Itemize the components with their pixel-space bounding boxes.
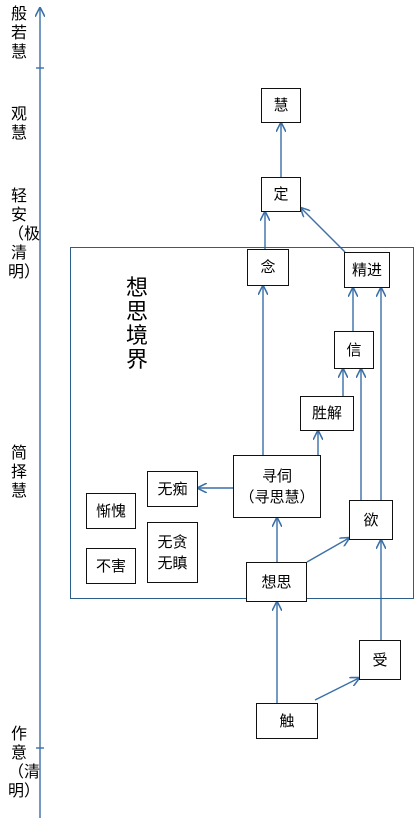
arrow-xiangsi-yu — [306, 538, 349, 563]
axis-label-jianze: 简择慧 — [10, 443, 27, 500]
xiangsi-region — [70, 247, 414, 599]
axis-label-prajna: 般若慧 — [10, 4, 27, 61]
axis-label-zuoyi: 作意（清明） — [8, 724, 41, 800]
node-xin: 信 — [334, 331, 374, 369]
axis-label-guanhui: 观慧 — [10, 104, 27, 142]
axis-label-qingan: 轻安（极清明） — [8, 186, 41, 281]
node-yu: 欲 — [349, 500, 393, 540]
node-xunsi: 寻伺 （寻思慧） — [233, 455, 321, 518]
node-cankui: 惭愧 — [86, 493, 136, 529]
arrow-jingjin-ding — [301, 208, 346, 253]
node-shengjie: 胜解 — [300, 396, 354, 431]
node-wuchi: 无痴 — [147, 471, 198, 507]
node-buhai: 不害 — [86, 548, 136, 584]
node-chu: 触 — [256, 703, 318, 739]
node-jingjin: 精进 — [344, 252, 390, 288]
node-xiangsi: 想思 — [246, 562, 307, 602]
node-hui: 慧 — [261, 88, 301, 123]
node-shou: 受 — [359, 640, 401, 680]
region-title: 想思境界 — [125, 276, 148, 373]
node-wutan: 无贪 无瞋 — [147, 522, 198, 583]
node-ding: 定 — [261, 177, 301, 212]
node-nian: 念 — [247, 249, 289, 286]
arrow-chu-shou — [314, 678, 359, 701]
